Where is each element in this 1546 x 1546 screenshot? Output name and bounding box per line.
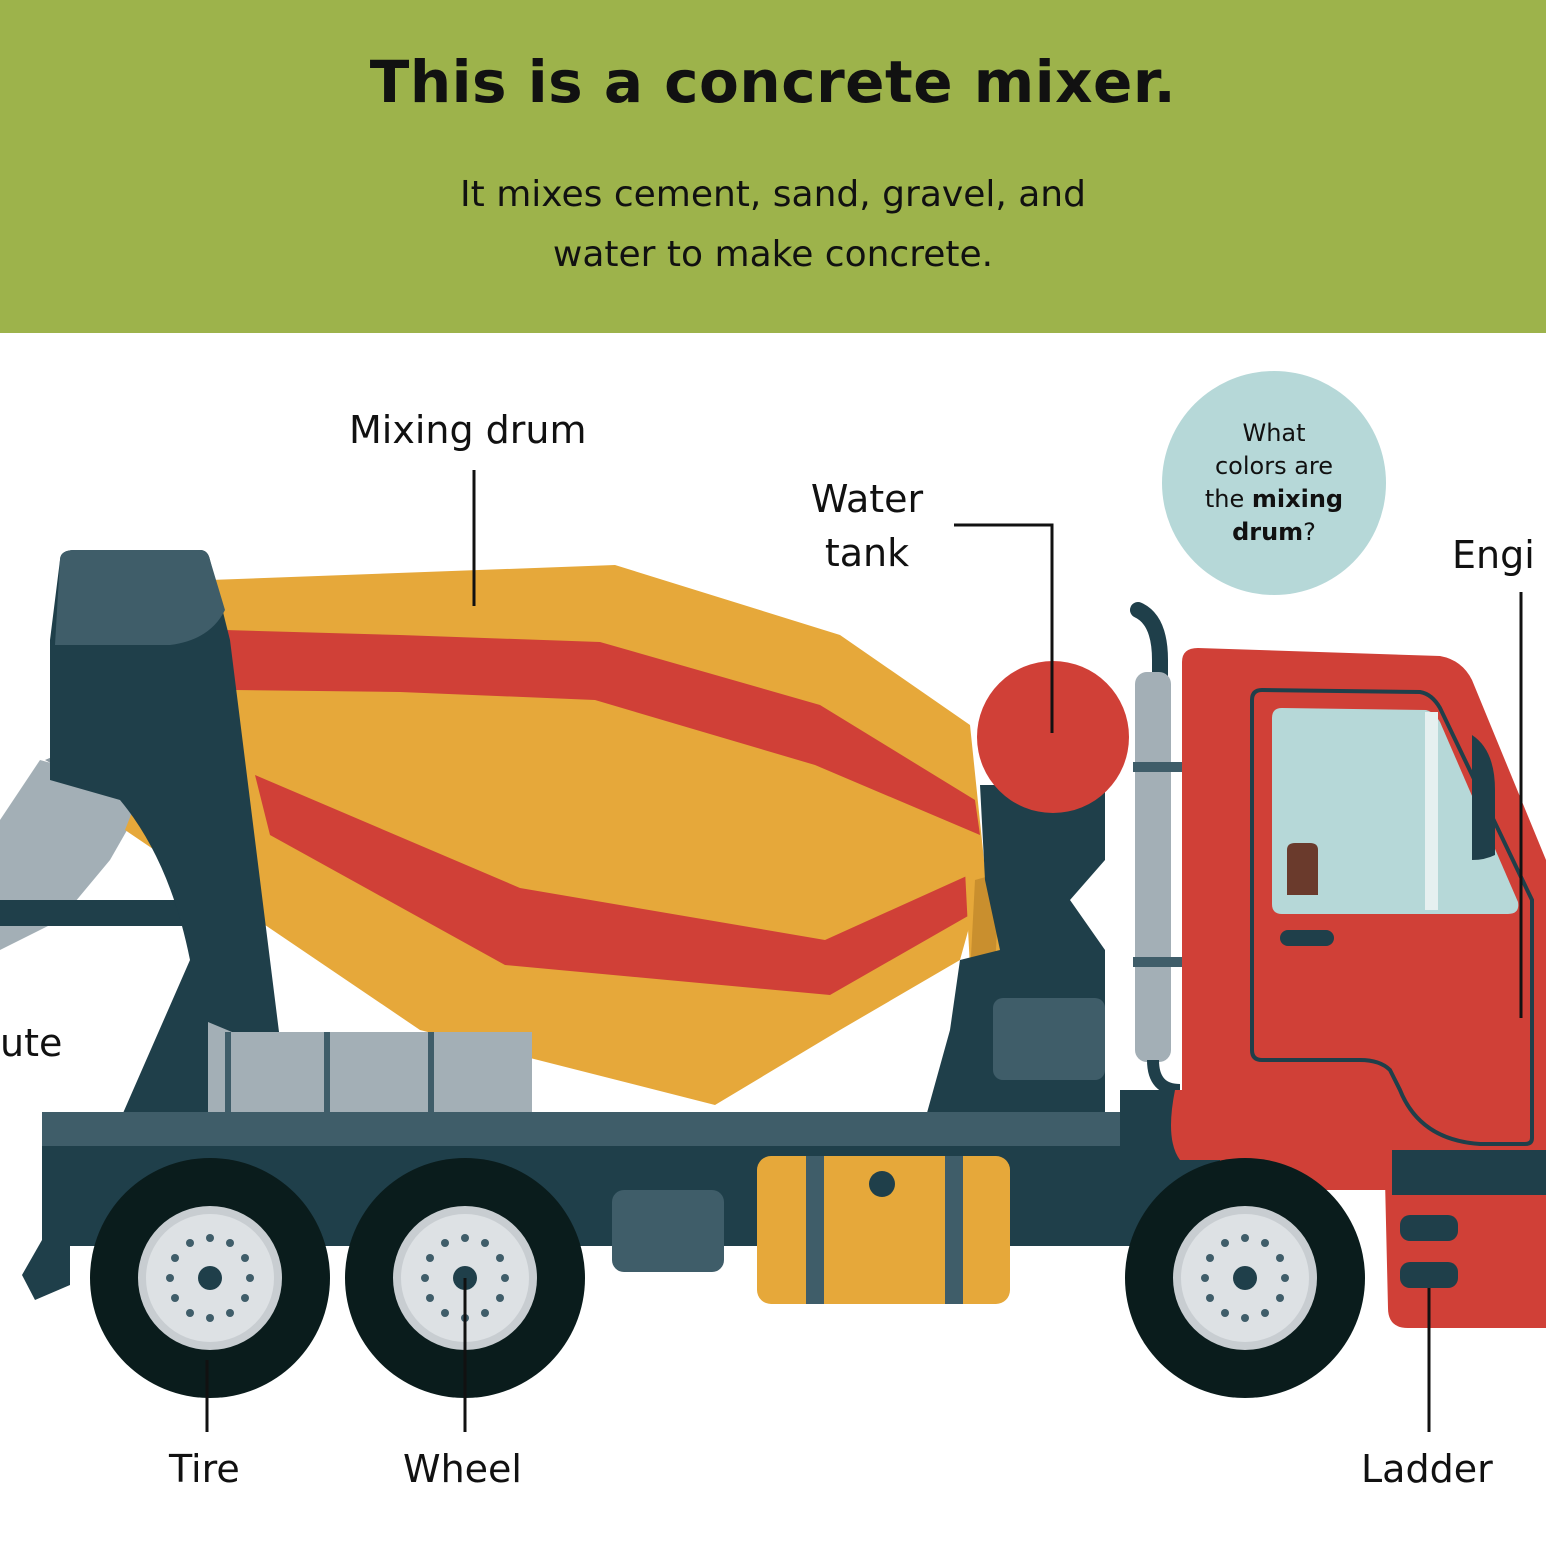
question-text: What colors are the mixing drum? — [1189, 417, 1359, 549]
question-line-3: the mixing — [1189, 483, 1359, 516]
question-line-4-bold: drum — [1232, 518, 1304, 546]
cab — [1120, 648, 1546, 1328]
label-chute: ute — [0, 1021, 63, 1065]
subtitle-line-2: water to make concrete. — [552, 234, 994, 275]
label-mixing-drum: Mixing drum — [349, 408, 587, 452]
fuel-tank — [757, 1156, 1010, 1304]
label-engine: Engi — [1452, 533, 1535, 577]
label-water-tank: Water tank — [805, 472, 929, 580]
label-water-tank-line-1: Water — [810, 477, 924, 521]
header-banner: This is a concrete mixer. It mixes cemen… — [0, 0, 1546, 333]
water-tank — [925, 661, 1129, 1120]
water-tank-leader — [954, 523, 1054, 733]
label-tire: Tire — [169, 1447, 240, 1491]
mixing-drum — [125, 565, 1040, 1105]
subtitle-line-1: It mixes cement, sand, gravel, and — [460, 174, 1086, 215]
question-line-3-prefix: the — [1204, 485, 1252, 513]
question-line-1: What — [1242, 419, 1306, 447]
label-wheel: Wheel — [403, 1447, 522, 1491]
page-subtitle: It mixes cement, sand, gravel, and water… — [0, 165, 1546, 285]
question-bubble: What colors are the mixing drum? — [1162, 371, 1386, 595]
exhaust-stack — [1130, 602, 1183, 1096]
label-water-tank-line-2: tank — [824, 531, 910, 575]
rear-wheel-1 — [90, 1158, 330, 1398]
storage-box — [208, 1022, 532, 1115]
front-wheel — [1125, 1158, 1365, 1398]
rear-support-tower — [50, 550, 290, 1120]
question-line-4-suffix: ? — [1303, 518, 1316, 546]
leader-lines — [205, 470, 1523, 1432]
question-line-4: drum? — [1189, 516, 1359, 549]
question-line-3-bold: mixing — [1251, 485, 1344, 513]
label-ladder: Ladder — [1361, 1447, 1493, 1491]
question-line-2: colors are — [1214, 452, 1334, 480]
page-title: This is a concrete mixer. — [369, 48, 1177, 116]
